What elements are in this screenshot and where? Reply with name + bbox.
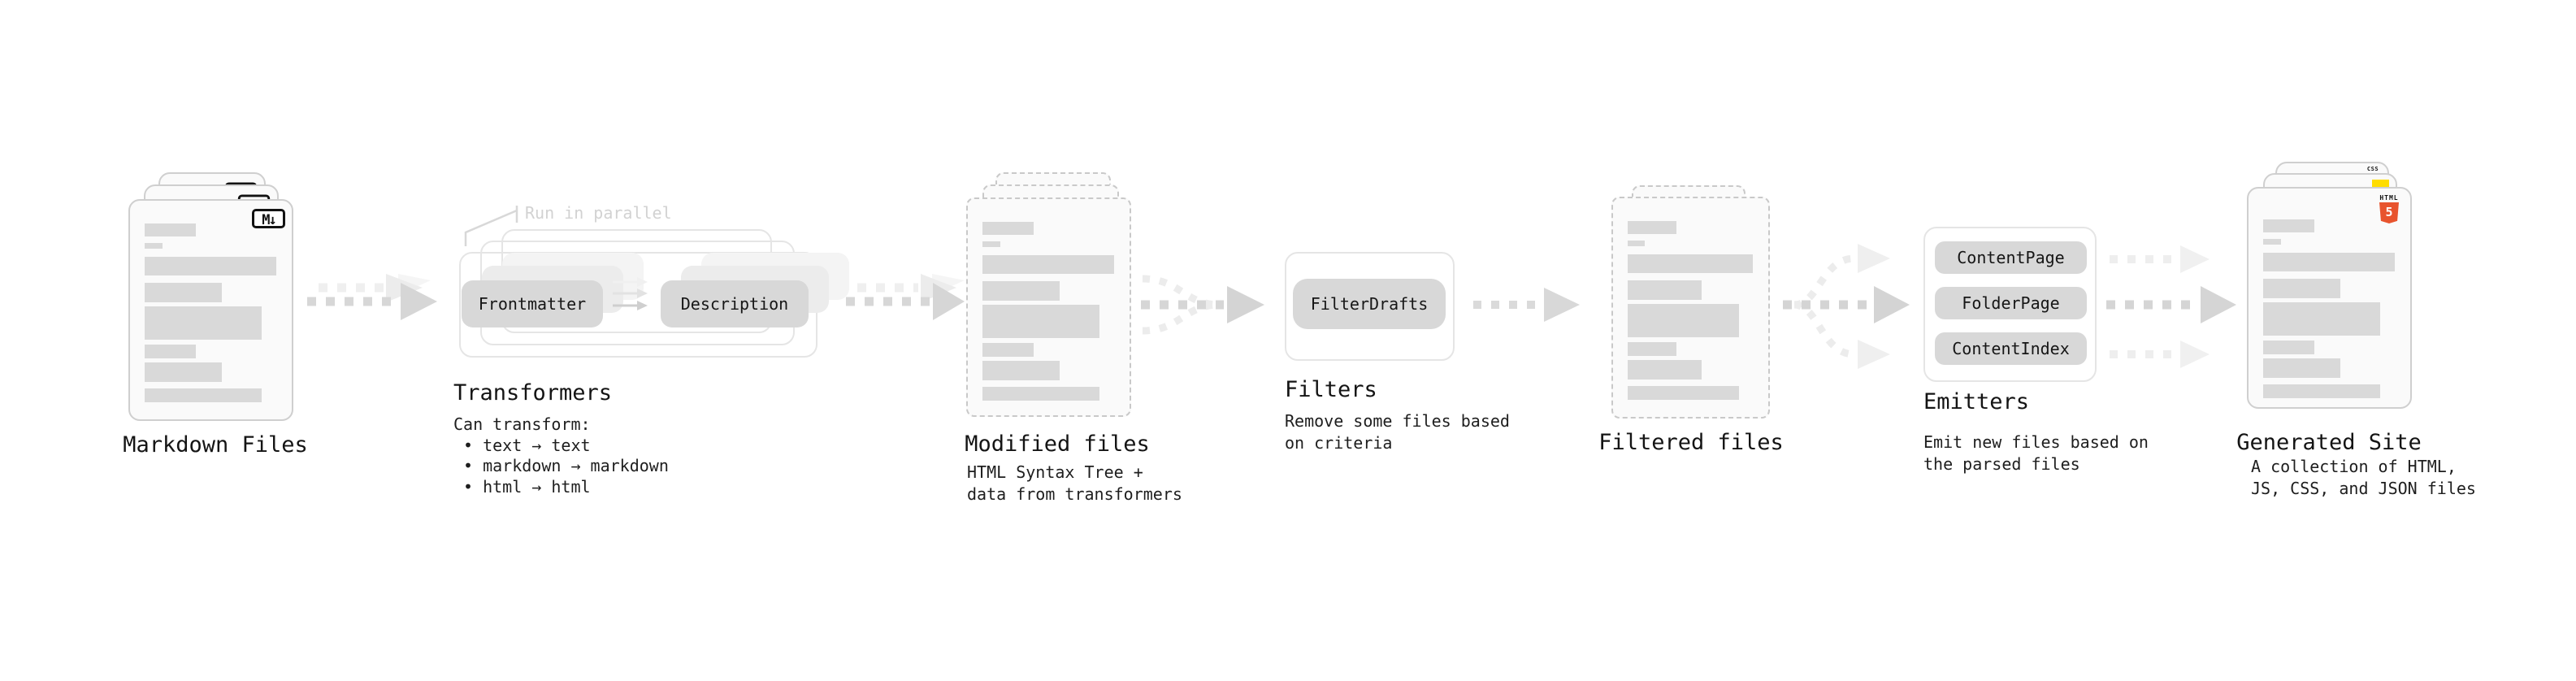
- can-transform-heading: Can transform:: [453, 414, 591, 434]
- modified-files-description: HTML Syntax Tree + data from transformer…: [967, 462, 1182, 505]
- html5-icon: HTML 5: [2379, 194, 2400, 223]
- text-placeholder-bar: [145, 223, 197, 236]
- transformers-title: Transformers: [453, 380, 613, 406]
- javascript-icon: [2372, 180, 2389, 189]
- filtered-files-title: Filtered files: [1598, 430, 1784, 455]
- text-placeholder-bar: [982, 305, 1099, 338]
- flow-arrow-markdown-to-transformers: [307, 274, 437, 320]
- text-placeholder-bar: [2263, 219, 2315, 232]
- content-page-node: ContentPage: [1935, 241, 2087, 274]
- text-placeholder-bar: [1628, 280, 1702, 300]
- markdown-files-title: Markdown Files: [123, 432, 308, 458]
- html5-icon-shield: 5: [2379, 202, 2399, 223]
- text-placeholder-bar: [1628, 241, 1645, 246]
- generated-desc-line: JS, CSS, and JSON files: [2251, 479, 2476, 498]
- text-placeholder-bar: [1628, 342, 1677, 356]
- text-placeholder-bar: [1628, 221, 1677, 234]
- transform-bullet: • markdown → markdown: [463, 456, 669, 475]
- text-placeholder-bars: [982, 222, 1118, 401]
- generated-site-title: Generated Site: [2236, 430, 2422, 455]
- text-placeholder-bar: [2263, 253, 2395, 271]
- folder-page-node: FolderPage: [1935, 287, 2087, 319]
- text-placeholder-bar: [2263, 279, 2341, 298]
- frontmatter-node: Frontmatter: [462, 280, 603, 327]
- text-placeholder-bar: [982, 255, 1114, 274]
- text-placeholder-bar: [982, 281, 1060, 301]
- parallel-callout-line: [464, 206, 518, 246]
- filters-desc-line: on criteria: [1285, 433, 1393, 453]
- flow-arrow-filters-to-filtered: [1473, 288, 1580, 322]
- css-icon-label: CSS: [2366, 166, 2379, 172]
- site-file-card-html: HTML 5: [2247, 187, 2412, 409]
- filter-drafts-node: FilterDrafts: [1293, 279, 1446, 329]
- text-placeholder-bar: [2263, 302, 2380, 336]
- emitters-box: [1923, 227, 2097, 382]
- modified-desc-line: HTML Syntax Tree +: [967, 462, 1143, 482]
- modified-desc-line: data from transformers: [967, 484, 1182, 504]
- markdown-icon: M↓: [252, 209, 285, 228]
- flow-arrows-emitters-to-site: [2106, 245, 2236, 368]
- content-index-node: ContentIndex: [1935, 332, 2087, 365]
- text-placeholder-bar: [2263, 340, 2315, 354]
- text-placeholder-bars: [145, 223, 280, 402]
- text-placeholder-bar: [1628, 386, 1739, 400]
- text-placeholder-bar: [1628, 254, 1754, 273]
- text-placeholder-bar: [145, 345, 197, 358]
- emitters-desc-line: Emit new files based on: [1923, 432, 2149, 452]
- text-placeholder-bar: [145, 306, 262, 340]
- flow-arrow-transformers-to-modified: [846, 274, 965, 320]
- transformers-description: Can transform: • text → text • markdown …: [453, 414, 669, 497]
- emitters-description: Emit new files based on the parsed files: [1923, 432, 2149, 475]
- markdown-file-card-front: M↓: [128, 199, 293, 421]
- filters-box: [1285, 252, 1455, 361]
- html5-icon-label: HTML: [2379, 194, 2399, 202]
- description-node: Description: [661, 280, 809, 327]
- text-placeholder-bars: [2263, 219, 2399, 398]
- text-placeholder-bar: [2263, 239, 2281, 245]
- emitters-title: Emitters: [1923, 389, 2030, 414]
- text-placeholder-bar: [2263, 358, 2341, 378]
- text-placeholder-bar: [145, 362, 223, 382]
- modified-files-title: Modified files: [965, 432, 1150, 457]
- modified-file-card-front: [966, 197, 1131, 417]
- text-placeholder-bar: [145, 388, 262, 402]
- text-placeholder-bars: [1628, 221, 1757, 400]
- text-placeholder-bar: [982, 222, 1034, 235]
- text-placeholder-bar: [145, 257, 276, 275]
- text-placeholder-bar: [982, 343, 1034, 357]
- generated-site-description: A collection of HTML, JS, CSS, and JSON …: [2251, 456, 2476, 500]
- emitters-desc-line: the parsed files: [1923, 454, 2080, 474]
- text-placeholder-bar: [145, 283, 223, 302]
- html5-icon-number: 5: [2385, 205, 2393, 219]
- filters-desc-line: Remove some files based: [1285, 411, 1510, 431]
- text-placeholder-bar: [145, 243, 163, 249]
- flow-arrow-modified-to-filters-converge: [1141, 275, 1264, 335]
- text-placeholder-bar: [1628, 360, 1702, 380]
- transform-bullet: • html → html: [463, 476, 591, 497]
- text-placeholder-bar: [2263, 384, 2380, 398]
- filtered-file-card-front: [1611, 197, 1770, 419]
- filters-title: Filters: [1285, 377, 1377, 402]
- run-in-parallel-label: Run in parallel: [525, 203, 672, 223]
- filters-description: Remove some files based on criteria: [1285, 410, 1510, 454]
- parallel-step-arrows: [613, 277, 648, 310]
- text-placeholder-bar: [982, 361, 1060, 380]
- text-placeholder-bar: [982, 241, 1000, 247]
- flow-arrow-filtered-to-emitters-diverge: [1783, 244, 1910, 369]
- text-placeholder-bar: [1628, 304, 1739, 337]
- text-placeholder-bar: [982, 387, 1099, 401]
- generated-desc-line: A collection of HTML,: [2251, 457, 2457, 476]
- transform-bullet: • text → text: [463, 435, 591, 455]
